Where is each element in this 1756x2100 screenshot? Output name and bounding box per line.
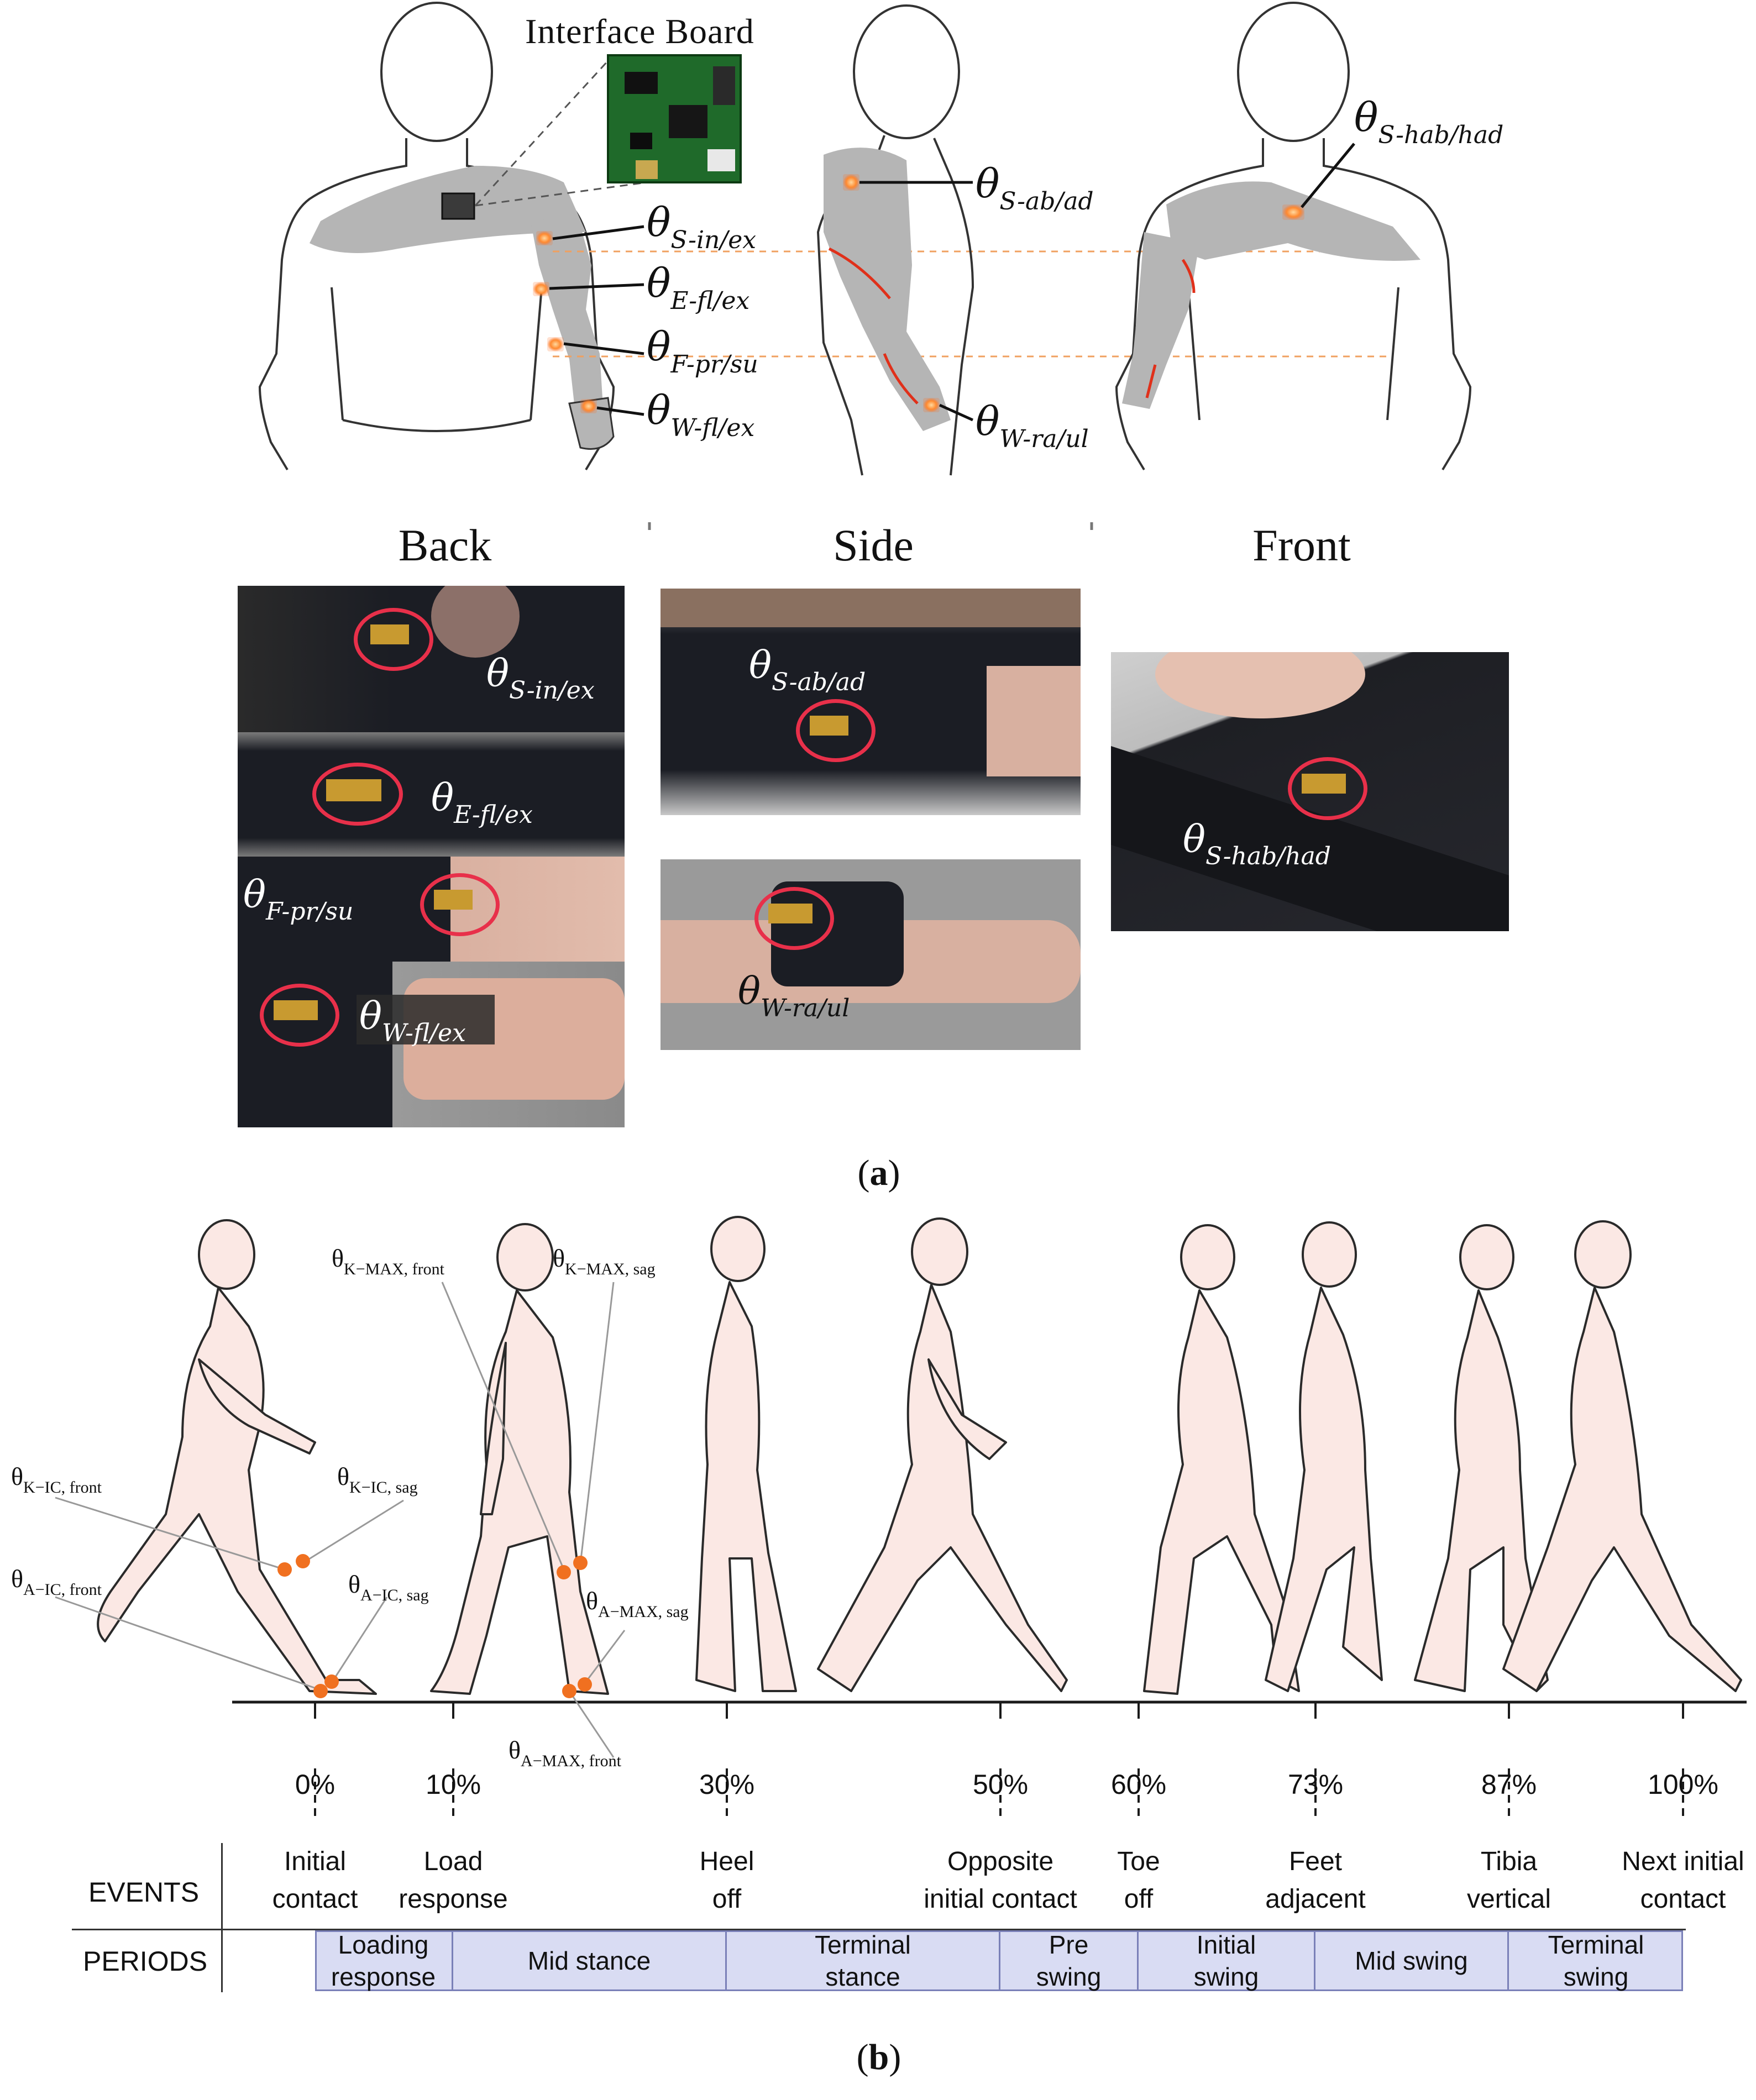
interface-board-chip [441, 192, 475, 220]
view-title-back: Back [398, 520, 492, 570]
front-leader-line [1301, 143, 1355, 208]
diagram-label-e-fl-ex: θE-fl/ex [647, 260, 750, 315]
side-wires [828, 247, 919, 405]
diagram-label-s-ab-ad: θS-ab/ad [976, 160, 1094, 216]
photo-back-wrist: θW-fl/ex [238, 962, 625, 1127]
interface-board-label: Interface Board [525, 12, 754, 51]
pct-73: 73% [1287, 1769, 1344, 1800]
period-mid-swing: Mid swing [1315, 1930, 1509, 1991]
view-title-side: Side [833, 520, 914, 570]
photo-back-forearm: θF-pr/su [238, 857, 625, 962]
label-k-max-sag: θK−MAX, sag [553, 1244, 656, 1278]
angle-pointer-lines [55, 1282, 626, 1758]
pct-30: 30% [699, 1769, 755, 1800]
diagram-label-f-pr-su: θF-pr/su [647, 323, 758, 379]
label-k-ic-sag: θK−IC, sag [337, 1462, 418, 1497]
side-sensors [843, 174, 940, 412]
pct-0: 0% [295, 1769, 336, 1800]
interface-board-image [607, 54, 742, 183]
back-body-figure [258, 2, 615, 471]
label-a-max-sag: θA−MAX, sag [586, 1587, 689, 1621]
body-diagrams [258, 2, 1472, 531]
pct-100: 100% [1648, 1769, 1718, 1800]
label-a-ic-sag: θA−IC, sag [348, 1570, 429, 1604]
walker-figure-8 [1502, 1220, 1742, 1692]
photo-front-shoulder: θS-hab/had [1111, 652, 1509, 931]
joint-markers [277, 1554, 592, 1698]
period-mid-stance: Mid stance [453, 1930, 727, 1991]
walker-figure-1 [97, 1219, 377, 1695]
label-a-ic-front: θA−IC, front [11, 1565, 102, 1599]
walker-figure-5 [1143, 1224, 1300, 1695]
diagram-label-s-hab-had: θS-hab/had [1354, 94, 1504, 149]
photo-back-shoulder: θS-in/ex [238, 586, 625, 732]
pct-10: 10% [425, 1769, 481, 1800]
side-arm-sleeve [824, 148, 951, 432]
periods-header: PERIODS [83, 1946, 208, 1977]
walker-figure-7 [1414, 1224, 1549, 1692]
pct-60: 60% [1110, 1769, 1167, 1800]
walking-figures [55, 1216, 1747, 1818]
photo-side-wrist: θW-ra/ul [661, 859, 1081, 1050]
diagram-label-s-in-ex: θS-in/ex [647, 199, 757, 254]
back-leader-lines [549, 225, 644, 416]
timeline-ticks [314, 1702, 1684, 1719]
front-wires [1145, 259, 1196, 398]
diagram-label-w-ra-ul: θW-ra/ul [976, 398, 1089, 453]
back-sensors [533, 231, 597, 413]
front-sensors [1282, 204, 1304, 220]
caption-a: (a) [857, 1153, 900, 1193]
label-k-max-front: θK−MAX, front [332, 1244, 444, 1278]
walker-figure-2 [430, 1223, 609, 1695]
pct-50: 50% [972, 1769, 1029, 1800]
walker-figure-4 [817, 1217, 1068, 1692]
side-leader-lines [859, 181, 974, 422]
events-table-frame [72, 1843, 1686, 1992]
photo-back-elbow: θE-fl/ex [238, 732, 625, 857]
front-arm-sleeve [1122, 232, 1199, 409]
label-k-ic-front: θK−IC, front [11, 1462, 102, 1497]
front-shoulder-band [1166, 181, 1420, 261]
diagram-label-w-fl-ex: θW-fl/ex [647, 387, 755, 442]
walker-figure-6 [1265, 1221, 1383, 1692]
walker-figure-3 [695, 1216, 797, 1692]
pct-87: 87% [1481, 1769, 1537, 1800]
view-title-front: Front [1252, 520, 1351, 570]
label-a-max-front: θA−MAX, front [509, 1736, 621, 1770]
front-body-figure [1115, 2, 1472, 471]
caption-b: (b) [856, 2037, 901, 2077]
events-header: EVENTS [88, 1877, 200, 1908]
back-arm-sleeve [531, 216, 602, 409]
photo-side-shoulder: θS-ab/ad [661, 589, 1081, 815]
timeline-dashes [314, 1768, 1684, 1818]
